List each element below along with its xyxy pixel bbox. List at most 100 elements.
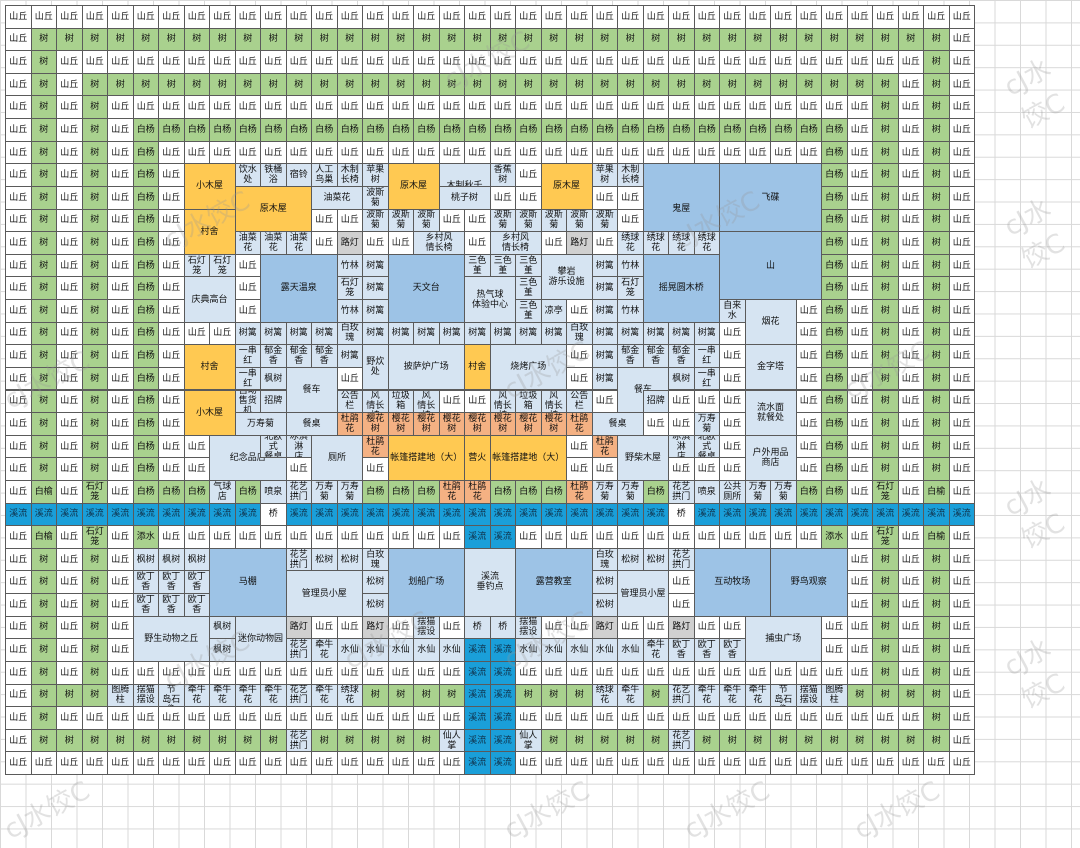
hill-tile: 山丘 bbox=[234, 50, 261, 74]
hill-tile: 山丘 bbox=[591, 5, 618, 29]
map-feature-persian-chrys: 波斯菊 bbox=[489, 208, 516, 233]
map-feature-azalea: 杜鹃花 bbox=[591, 434, 618, 459]
stream-tile: 溪流 bbox=[5, 502, 32, 527]
hill-tile: 山丘 bbox=[591, 525, 618, 549]
poplar-tile: 白杨 bbox=[132, 140, 159, 165]
hill-tile: 山丘 bbox=[897, 253, 924, 278]
map-feature-narcissus: 水仙 bbox=[566, 638, 593, 662]
hill-tile: 山丘 bbox=[158, 253, 185, 278]
tree-tile: 树 bbox=[260, 728, 287, 753]
tree-tile: 树 bbox=[30, 344, 57, 368]
hill-tile: 山丘 bbox=[107, 321, 134, 346]
poplar-tile: 白杨 bbox=[821, 321, 848, 346]
hill-tile: 山丘 bbox=[897, 299, 924, 323]
hill-tile: 山丘 bbox=[489, 95, 516, 120]
stream-tile: 溪流 bbox=[489, 751, 516, 775]
hill-tile: 山丘 bbox=[464, 208, 491, 233]
tree-tile: 树 bbox=[387, 72, 414, 97]
hill-tile: 山丘 bbox=[56, 321, 83, 346]
map-feature-tree-fence: 树篱 bbox=[387, 321, 414, 346]
hill-tile: 山丘 bbox=[107, 276, 134, 301]
tree-tile: 树 bbox=[744, 27, 771, 52]
map-feature-azalea: 杜鹃花 bbox=[464, 479, 491, 504]
tree-tile: 树 bbox=[81, 231, 108, 255]
map-feature-tree-fence: 树篱 bbox=[234, 321, 261, 346]
hill-tile: 山丘 bbox=[158, 412, 185, 436]
hill-tile: 山丘 bbox=[846, 615, 873, 640]
map-feature-camp-classroom: 露营教室 bbox=[515, 547, 593, 617]
tree-tile: 树 bbox=[30, 683, 57, 708]
tree-tile: 树 bbox=[81, 457, 108, 481]
tree-tile: 树 bbox=[872, 253, 899, 278]
tree-tile: 树 bbox=[81, 660, 108, 685]
hill-tile: 山丘 bbox=[668, 457, 695, 481]
hill-tile: 山丘 bbox=[719, 140, 746, 165]
tree-tile: 树 bbox=[81, 366, 108, 391]
hill-tile: 山丘 bbox=[234, 751, 261, 775]
hill-tile: 山丘 bbox=[183, 660, 210, 685]
hill-tile: 山丘 bbox=[336, 660, 363, 685]
hill-tile: 山丘 bbox=[107, 253, 134, 278]
map-feature-cabin-1: 小木屋 bbox=[183, 163, 236, 210]
hill-tile: 山丘 bbox=[566, 751, 593, 775]
hill-tile: 山丘 bbox=[897, 321, 924, 346]
hill-tile: 山丘 bbox=[311, 525, 338, 549]
marker-tile-water: 添水 bbox=[132, 525, 159, 549]
hill-tile: 山丘 bbox=[897, 457, 924, 481]
tree-tile: 树 bbox=[30, 412, 57, 436]
tree-tile: 树 bbox=[81, 321, 108, 346]
map-feature-pine: 松树 bbox=[591, 570, 618, 595]
hill-tile: 山丘 bbox=[846, 525, 873, 549]
stream-tile: 溪流 bbox=[464, 706, 491, 730]
map-feature-notice: 公告栏 bbox=[336, 389, 363, 414]
map-feature-tree-fence: 树篱 bbox=[464, 321, 491, 346]
hill-tile: 山丘 bbox=[260, 660, 287, 685]
hill-tile: 山丘 bbox=[56, 434, 83, 459]
map-feature-pig-swing: 摆猫 摆设 bbox=[132, 683, 159, 708]
map-feature-rural-bench: 乡村风 情长椅 bbox=[489, 231, 542, 255]
hill-tile: 山丘 bbox=[540, 751, 567, 775]
hill-tile: 山丘 bbox=[744, 140, 771, 165]
campground-map-board: 山丘山丘山丘山丘山丘山丘山丘山丘山丘山丘山丘山丘山丘山丘山丘山丘山丘山丘山丘山丘… bbox=[5, 5, 975, 775]
hill-tile: 山丘 bbox=[540, 615, 567, 640]
hill-tile: 山丘 bbox=[515, 751, 542, 775]
tree-tile: 树 bbox=[872, 276, 899, 301]
tree-tile: 树 bbox=[770, 72, 797, 97]
hill-tile: 山丘 bbox=[413, 525, 440, 549]
map-feature-nordic-restaurant: 北欧式 餐桌 bbox=[260, 434, 287, 459]
hill-tile: 山丘 bbox=[668, 5, 695, 29]
hill-tile: 山丘 bbox=[668, 525, 695, 549]
poplar-tile: 白杨 bbox=[668, 118, 695, 142]
tree-tile: 树 bbox=[540, 683, 567, 708]
map-feature-red-string: 一串红 bbox=[234, 344, 261, 368]
hill-tile: 山丘 bbox=[336, 5, 363, 29]
tree-tile: 树 bbox=[107, 27, 134, 52]
hill-tile: 山丘 bbox=[897, 231, 924, 255]
hill-tile: 山丘 bbox=[846, 412, 873, 436]
hill-tile: 山丘 bbox=[540, 231, 567, 255]
hill-tile: 山丘 bbox=[107, 5, 134, 29]
hill-tile: 山丘 bbox=[948, 547, 975, 572]
tree-tile: 树 bbox=[81, 434, 108, 459]
tree-tile: 树 bbox=[846, 72, 873, 97]
tree-tile: 树 bbox=[30, 593, 57, 617]
tree-tile: 树 bbox=[872, 457, 899, 481]
hill-tile: 山丘 bbox=[158, 321, 185, 346]
hill-tile: 山丘 bbox=[821, 706, 848, 730]
map-feature-morning-glory: 牵牛花 bbox=[617, 683, 644, 708]
hill-tile: 山丘 bbox=[515, 706, 542, 730]
map-feature-cherry: 樱花树 bbox=[438, 412, 465, 436]
hill-tile: 山丘 bbox=[642, 525, 669, 549]
hill-tile: 山丘 bbox=[234, 660, 261, 685]
hill-tile: 山丘 bbox=[770, 95, 797, 120]
map-feature-pine: 松树 bbox=[311, 547, 338, 572]
hill-tile: 山丘 bbox=[158, 231, 185, 255]
stream-tile: 溪流 bbox=[183, 502, 210, 527]
hill-tile: 山丘 bbox=[744, 525, 771, 549]
hill-tile: 山丘 bbox=[311, 5, 338, 29]
hill-tile: 山丘 bbox=[56, 185, 83, 210]
hill-tile: 山丘 bbox=[770, 706, 797, 730]
tree-tile: 树 bbox=[872, 683, 899, 708]
hill-tile: 山丘 bbox=[107, 412, 134, 436]
map-feature-olive: 欧丁香 bbox=[719, 638, 746, 662]
